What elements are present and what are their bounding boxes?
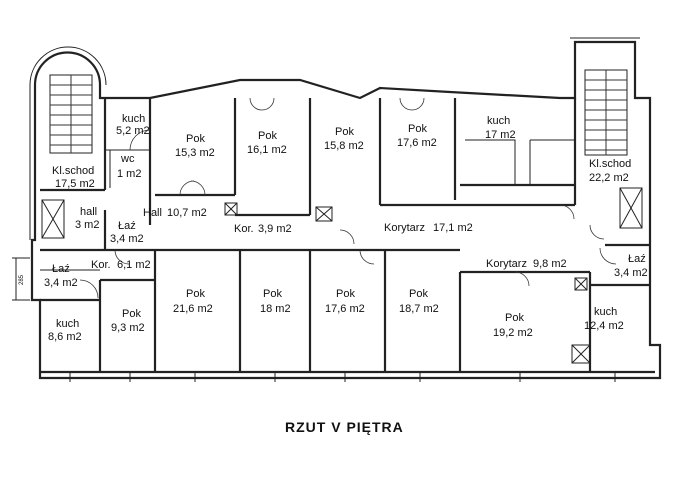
room-area-laz-l1: 3,4 m2 (110, 233, 144, 245)
room-area-kor-39: 3,9 m2 (258, 223, 292, 235)
window-marks (69, 372, 616, 382)
ventilation-shafts (41, 187, 643, 364)
room-name-kor-39: Kor. (234, 223, 254, 235)
interior-walls (40, 98, 650, 372)
room-name-wc: wc (120, 153, 135, 165)
dimension-label: 285 (19, 274, 25, 285)
room-name-pok-192: Pok (505, 312, 524, 324)
room-area-klsch-r: 22,2 m2 (589, 172, 629, 184)
room-name-laz-r: Łaź (628, 253, 646, 265)
left-staircase (49, 74, 93, 154)
dimension-mark: 285 (12, 257, 30, 301)
room-area-pok-176a: 17,6 m2 (397, 137, 437, 149)
room-name-pok-176a: Pok (408, 123, 427, 135)
room-area-kuch-124: 12,4 m2 (584, 320, 624, 332)
room-name-hall-3: hall (80, 206, 97, 218)
room-area-pok-176b: 17,6 m2 (325, 303, 365, 315)
room-area-kor-61: 6,1 m2 (117, 259, 151, 271)
room-area-pok-161: 16,1 m2 (247, 144, 287, 156)
room-name-kuch-124: kuch (594, 306, 617, 318)
room-area-hall-3: 3 m2 (75, 219, 99, 231)
room-name-pok-18: Pok (263, 288, 282, 300)
room-area-pok-187: 18,7 m2 (399, 303, 439, 315)
room-area-kor-98: 9,8 m2 (533, 258, 567, 270)
room-name-kuch-17: kuch (487, 115, 510, 127)
room-name-pok-161: Pok (258, 130, 277, 142)
room-name-kuch-86: kuch (56, 318, 79, 330)
room-area-klsch-l: 17,5 m2 (55, 178, 95, 190)
room-area-kor-171: 17,1 m2 (433, 222, 473, 234)
room-area-kuch-86: 8,6 m2 (48, 331, 82, 343)
room-area-kuch-5: 5,2 m2 (116, 125, 150, 137)
room-area-wc: 1 m2 (117, 168, 141, 180)
door-swings (79, 97, 617, 299)
room-name-pok-216: Pok (186, 288, 205, 300)
room-area-hall-107: 10,7 m2 (167, 207, 207, 219)
room-name-hall-107: Hall (143, 207, 162, 219)
plan-title: RZUT V PIĘTRA (285, 419, 404, 435)
room-name-kor-171: Korytarz (384, 222, 425, 234)
room-area-pok-192: 19,2 m2 (493, 327, 533, 339)
room-name-pok-153: Pok (186, 133, 205, 145)
room-name-pok-93: Pok (122, 308, 141, 320)
room-name-laz-l2: Łaź (52, 263, 70, 275)
room-name-klsch-r: Kl.schod (589, 158, 631, 170)
room-name-kor-61: Kor. (91, 259, 111, 271)
room-name-pok-158: Pok (335, 126, 354, 138)
room-area-pok-153: 15,3 m2 (175, 147, 215, 159)
room-area-laz-r: 3,4 m2 (614, 267, 648, 279)
room-area-pok-216: 21,6 m2 (173, 303, 213, 315)
room-name-kuch-5: kuch (122, 113, 145, 125)
room-area-pok-18: 18 m2 (260, 303, 291, 315)
room-area-pok-158: 15,8 m2 (324, 140, 364, 152)
outer-walls (29, 37, 662, 380)
right-staircase (584, 69, 628, 156)
room-area-pok-93: 9,3 m2 (111, 322, 145, 334)
room-name-kor-98: Korytarz (486, 258, 527, 270)
room-labels: kuch 5,2 m2 wc 1 m2 Pok 15,3 m2 Pok 16,1… (44, 113, 648, 343)
room-name-klsch-l: Kl.schod (52, 165, 94, 177)
room-area-laz-l2: 3,4 m2 (44, 277, 78, 289)
room-area-kuch-17: 17 m2 (485, 129, 516, 141)
room-name-pok-187: Pok (409, 288, 428, 300)
room-name-pok-176b: Pok (336, 288, 355, 300)
room-name-laz-l1: Łaź (118, 220, 136, 232)
